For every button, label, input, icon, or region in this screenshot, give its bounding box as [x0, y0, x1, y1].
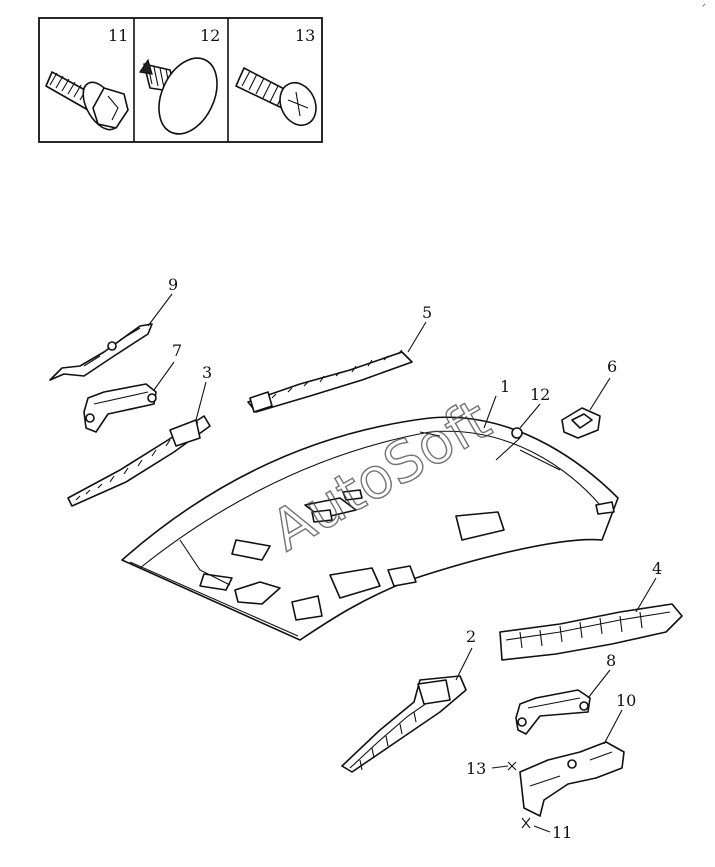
- callout-8: 8: [606, 651, 616, 670]
- callout-5: 5: [422, 303, 432, 322]
- callout-2: 2: [466, 627, 476, 646]
- fastener-number-11: 11: [108, 26, 128, 45]
- callout-7: 7: [172, 341, 182, 360]
- push-clip-icon: [138, 57, 218, 135]
- hex-flange-bolt-icon: [45, 71, 129, 131]
- callout-10: 10: [616, 691, 636, 710]
- side-rail-trim-right: [499, 603, 683, 661]
- callout-9: 9: [168, 275, 178, 294]
- callout-4: 4: [652, 559, 662, 578]
- fastener-number-12: 12: [200, 26, 220, 45]
- callout-3: 3: [202, 363, 212, 382]
- callout-11: 11: [552, 823, 572, 842]
- assist-grip-left: [83, 383, 157, 433]
- callout-12: 12: [530, 385, 550, 404]
- bracket-right: [519, 741, 625, 817]
- headliner-panel: [121, 416, 619, 641]
- front-rail-trim: [247, 349, 413, 413]
- callout-1: 1: [500, 377, 510, 396]
- dome-lamp-bezel: [561, 407, 601, 439]
- callout-13: 13: [466, 759, 486, 778]
- headliner-clip-12: [511, 427, 523, 439]
- fastener-box: 11 12 13: [38, 17, 323, 143]
- assist-grip-right: [515, 689, 591, 735]
- fastener-number-13: 13: [295, 26, 315, 45]
- loose-screw-13: [507, 761, 517, 771]
- side-rail-trim-left: [67, 415, 211, 507]
- loose-bolt-11: [521, 817, 531, 829]
- callout-6: 6: [607, 357, 617, 376]
- corner-mark: ᐟ: [702, 3, 706, 13]
- phillips-screw-icon: [235, 67, 317, 126]
- rear-pillar-trim-right: [341, 675, 467, 773]
- callouts: 1 2 3 4 5 6 7 8 9 10 11 12 13: [168, 275, 662, 842]
- leader-lines: [147, 293, 657, 833]
- bracket-left: [49, 323, 153, 381]
